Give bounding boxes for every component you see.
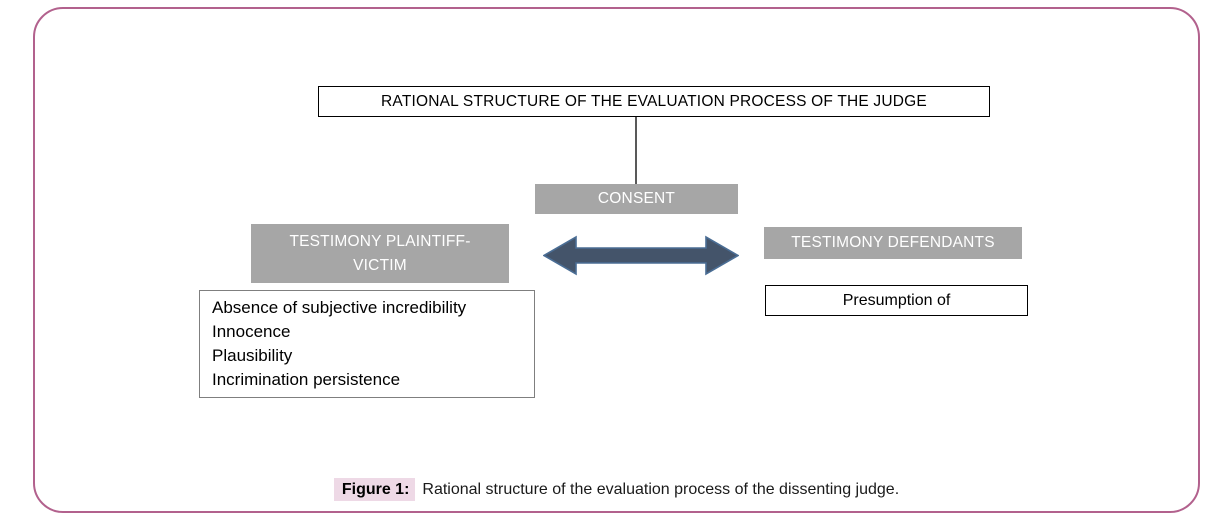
title-box: RATIONAL STRUCTURE OF THE EVALUATION PRO… <box>318 86 990 117</box>
criteria-item: Absence of subjective incredibility <box>212 298 467 317</box>
title-box-label: RATIONAL STRUCTURE OF THE EVALUATION PRO… <box>381 92 927 110</box>
criteria-item: Incrimination persistence <box>212 370 401 389</box>
connector-line <box>635 117 637 184</box>
criteria-box: Absence of subjective incredibility Inno… <box>199 290 535 398</box>
consent-box-label: CONSENT <box>597 190 676 207</box>
consent-box: CONSENT <box>535 184 738 214</box>
presumption-box: Presumption of <box>765 285 1028 316</box>
testimony-defendants-box: TESTIMONY DEFENDANTS <box>764 227 1022 259</box>
presumption-box-label: Presumption of <box>842 291 951 309</box>
figure-frame: RATIONAL STRUCTURE OF THE EVALUATION PRO… <box>33 7 1200 513</box>
figure-caption: Figure 1: Rational structure of the evalu… <box>35 477 1198 503</box>
double-headed-arrow-icon <box>543 235 739 276</box>
testimony-plaintiff-line1: TESTIMONY PLAINTIFF- <box>289 232 471 250</box>
criteria-item: Innocence <box>212 322 291 341</box>
figure-caption-label: Figure 1: <box>333 478 416 501</box>
testimony-plaintiff-box: TESTIMONY PLAINTIFF- VICTIM <box>251 224 509 283</box>
testimony-defendants-label: TESTIMONY DEFENDANTS <box>791 234 995 251</box>
testimony-plaintiff-line2: VICTIM <box>353 256 407 274</box>
criteria-item: Plausibility <box>212 346 293 365</box>
figure-caption-text: Rational structure of the evaluation pro… <box>422 481 900 498</box>
